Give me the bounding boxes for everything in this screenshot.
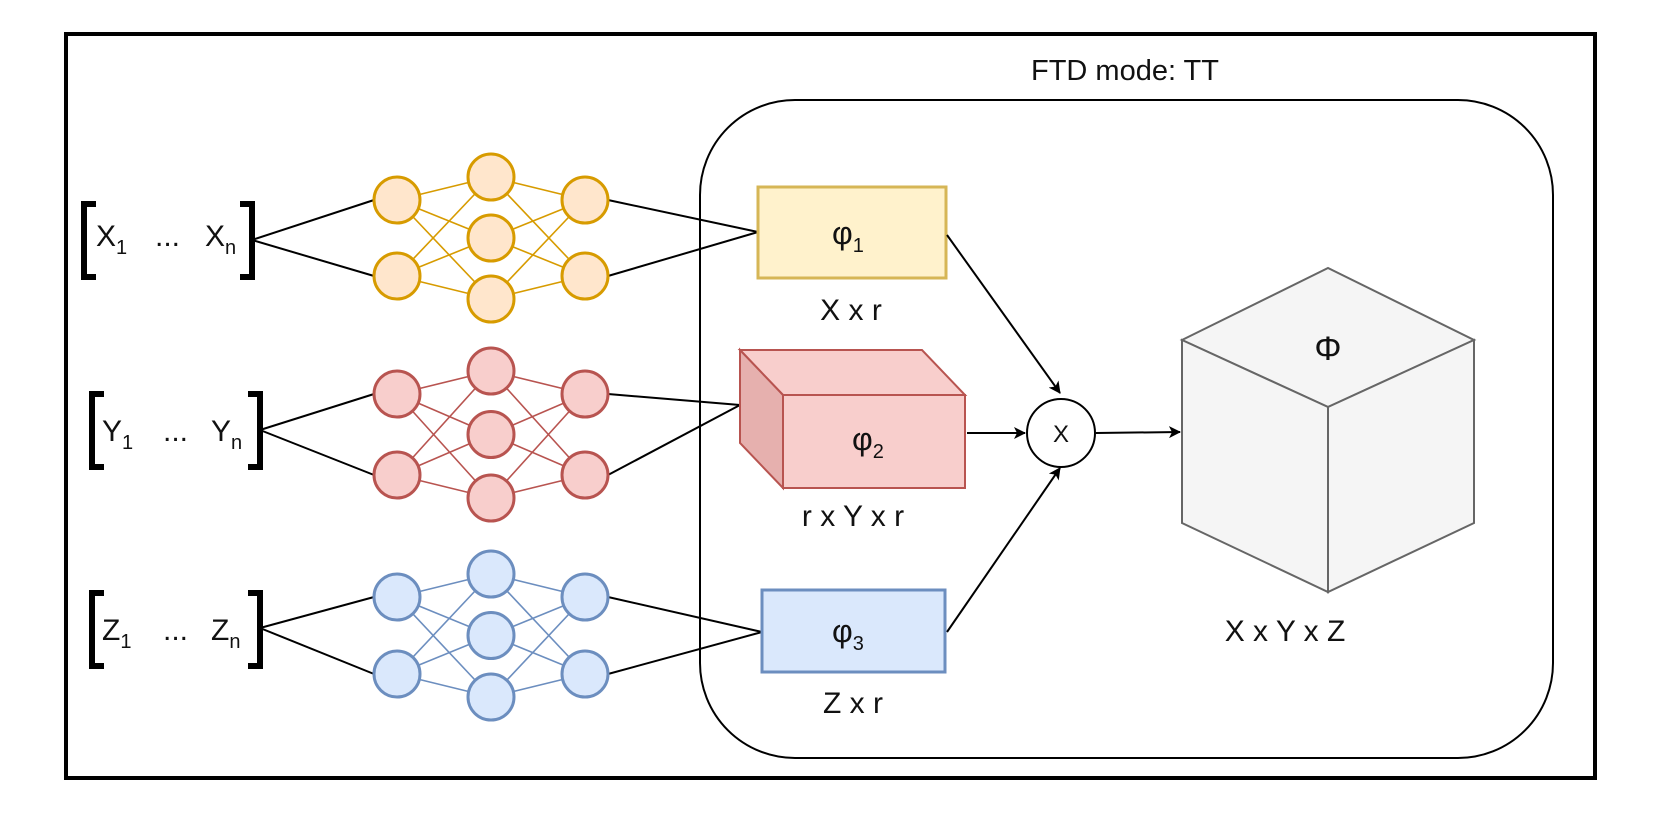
factor-phi2-front-face <box>782 394 966 489</box>
input-start-sub: 1 <box>122 432 133 454</box>
network-neuron <box>466 549 516 599</box>
factor-phi3-shape: Z x r <box>823 687 883 720</box>
network-neuron <box>560 369 610 419</box>
svg-text:Z1: Z1 <box>102 614 131 653</box>
output-edge <box>607 231 759 277</box>
input-ellipsis: ... <box>163 614 188 647</box>
input-edge <box>259 596 375 629</box>
network-neuron <box>466 672 516 722</box>
input-ellipsis: ... <box>163 415 188 448</box>
network-neuron <box>372 649 422 699</box>
network-neuron <box>372 572 422 622</box>
input-start-sub: 1 <box>116 237 127 259</box>
network-neuron <box>466 410 516 459</box>
input-vector-y: Y1 ... Yn <box>89 391 263 470</box>
network-neuron <box>466 152 516 202</box>
svg-text:X1: X1 <box>96 220 127 259</box>
output-symbol: Φ <box>1314 330 1341 368</box>
network-neuron <box>466 611 516 660</box>
network-neuron <box>466 213 516 263</box>
arrow-phi1-to-product <box>946 234 1061 394</box>
right-bracket <box>248 391 263 470</box>
output-edge <box>607 404 741 476</box>
svg-text:Y1: Y1 <box>102 415 133 454</box>
input-end-sub: n <box>229 631 240 653</box>
output-edge <box>607 596 763 633</box>
input-var: Z <box>211 614 229 647</box>
arrow-phi3-to-product <box>946 467 1061 633</box>
svg-text:φ2: φ2 <box>852 421 884 463</box>
factor-phi3: φ3 Z x r <box>760 588 947 720</box>
input-vector-x: X1 ... Xn <box>81 201 255 280</box>
ftd-container <box>699 99 1554 759</box>
input-var: Z <box>102 614 120 647</box>
factor-phi1: φ1 X x r <box>756 185 948 327</box>
network-neuron <box>560 175 610 225</box>
factor-sub: 1 <box>853 235 864 257</box>
product-node: X <box>1026 398 1096 468</box>
output-tensor-cube: Φ X x Y x Z <box>1179 266 1477 648</box>
outer-frame <box>64 32 1597 780</box>
output-cube-right <box>1327 338 1475 594</box>
network-neuron <box>372 369 422 419</box>
input-var: Y <box>102 415 122 448</box>
network-neuron <box>560 450 610 500</box>
factor-sub: 3 <box>853 633 864 655</box>
svg-text:φ1: φ1 <box>832 215 864 257</box>
input-var: Y <box>211 415 231 448</box>
svg-text:φ3: φ3 <box>832 613 864 655</box>
factor-phi1-box <box>756 185 948 280</box>
network-neuron <box>560 251 610 301</box>
input-start-sub: 1 <box>120 631 131 653</box>
input-edge <box>259 393 375 431</box>
input-edge <box>251 199 375 241</box>
svg-text:Xn: Xn <box>205 220 236 259</box>
factor-symbol: φ <box>832 613 853 649</box>
factor-phi3-box <box>760 588 947 674</box>
output-edge <box>607 199 759 233</box>
factor-sub: 2 <box>873 441 884 463</box>
network-nodes <box>372 152 610 722</box>
input-ellipsis: ... <box>155 220 180 253</box>
factor-phi2-shape: r x Y x r <box>802 500 904 533</box>
network-neuron <box>372 175 422 225</box>
output-shape: X x Y x Z <box>1225 615 1346 648</box>
arrow-product-to-output <box>1095 426 1181 439</box>
network-neuron <box>372 251 422 301</box>
network-neuron <box>560 572 610 622</box>
output-edge <box>607 393 741 406</box>
svg-text:Zn: Zn <box>211 614 240 653</box>
network-neuron <box>560 649 610 699</box>
input-end-sub: n <box>231 432 242 454</box>
left-bracket <box>89 590 104 669</box>
output-edge <box>607 631 763 675</box>
factor-phi2: φ2 r x Y x r <box>737 347 968 533</box>
input-vector-z: Z1 ... Zn <box>89 590 263 669</box>
svg-text:Yn: Yn <box>211 415 242 454</box>
right-bracket <box>240 201 255 280</box>
input-edge <box>251 239 375 277</box>
network-neuron <box>466 346 516 396</box>
input-edge <box>259 627 375 675</box>
left-bracket <box>89 391 104 470</box>
network-neuron <box>466 473 516 523</box>
left-bracket <box>81 201 96 280</box>
network-neuron <box>466 274 516 324</box>
factor-phi1-shape: X x r <box>820 294 882 327</box>
factor-symbol: φ <box>832 215 853 251</box>
input-var: X <box>96 220 116 253</box>
product-circle <box>1026 398 1096 468</box>
factor-symbol: φ <box>852 421 873 457</box>
ftd-title: FTD mode: TT <box>1031 55 1219 87</box>
product-operator: X <box>1053 421 1069 448</box>
input-edge <box>259 429 375 476</box>
input-end-sub: n <box>225 237 236 259</box>
input-var: X <box>205 220 225 253</box>
right-bracket <box>248 590 263 669</box>
network-neuron <box>372 450 422 500</box>
